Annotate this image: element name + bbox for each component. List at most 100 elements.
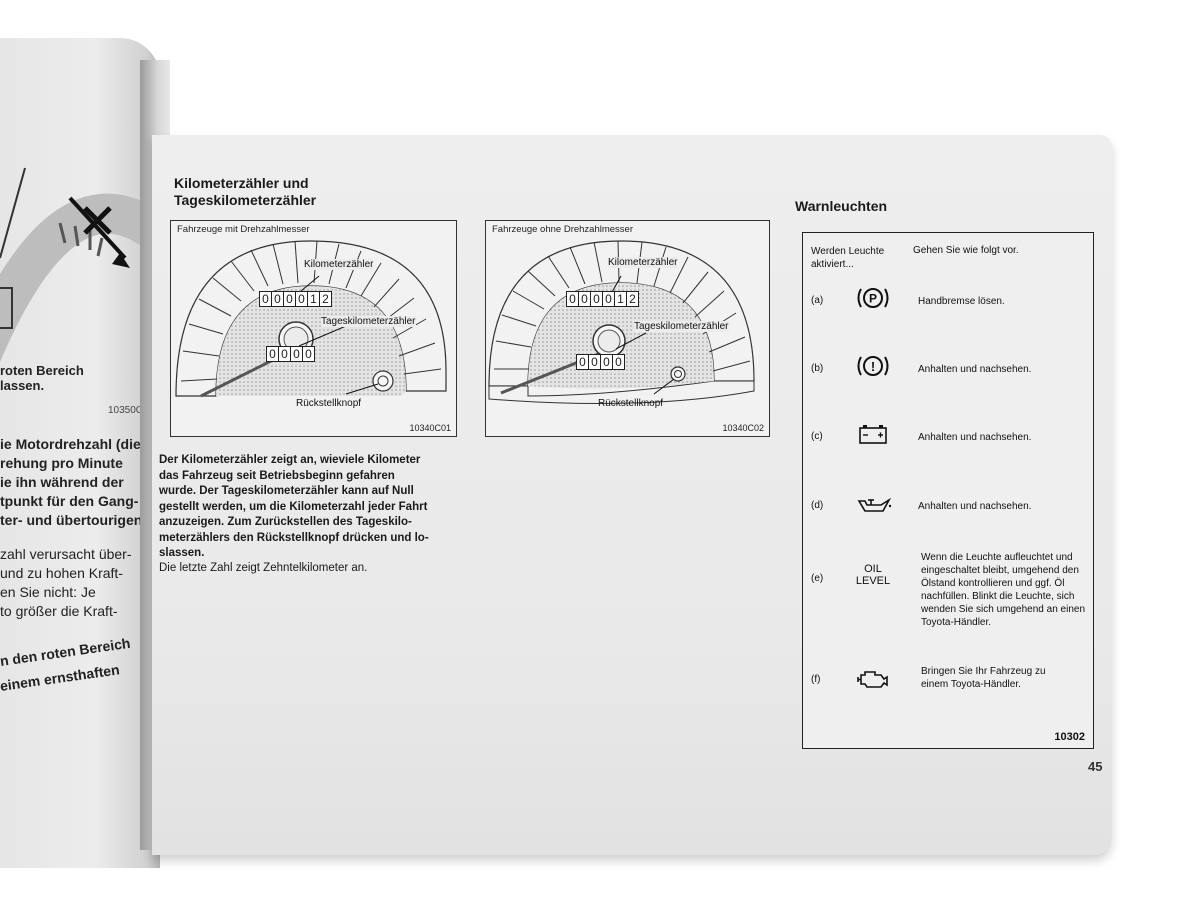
- svg-text:P: P: [869, 292, 877, 306]
- row-f-id: (f): [811, 674, 821, 685]
- figure2-label-odometer: Kilometerzähler: [608, 257, 678, 268]
- odometer-title-line2: Tageskilometerzähler: [174, 192, 317, 208]
- trip-digit: 0: [303, 346, 315, 362]
- warning-figure-code: 10302: [1054, 731, 1085, 743]
- odometer-note: Die letzte Zahl zeigt Zehntelkilometer a…: [159, 562, 368, 574]
- odo-digit: 0: [272, 291, 284, 307]
- figure1-label-knob: Rückstellknopf: [296, 398, 362, 409]
- oil-level-text-2: LEVEL: [855, 575, 891, 587]
- odo-digit: 2: [320, 291, 332, 307]
- header-col1-line1: Werden Leuchte: [811, 246, 885, 257]
- figure2-caption: Fahrzeuge ohne Drehzahlmesser: [492, 224, 633, 235]
- left-fragment-8: zahl verursacht über-: [0, 546, 132, 562]
- left-fragment-7: ter- und übertourigen: [0, 512, 143, 528]
- left-fragment-4: rehung pro Minute: [0, 455, 123, 471]
- paragraph-line: meterzählers den Rückstellknopf drücken …: [159, 531, 429, 544]
- paragraph-line: gestellt werden, um die Kilometerzahl je…: [159, 500, 428, 513]
- odo-digit: 0: [579, 291, 591, 307]
- battery-icon: [859, 425, 887, 444]
- row-e-action-line: eingeschaltet bleibt, umgehend den: [921, 565, 1079, 576]
- row-b-id: (b): [811, 363, 824, 374]
- figure2-code: 10340C02: [722, 423, 764, 433]
- odo-digit: 0: [284, 291, 296, 307]
- left-page: roten Bereich lassen. 10350C01 ie Motord…: [0, 38, 160, 868]
- row-f-action-line: Bringen Sie Ihr Fahrzeug zu: [921, 666, 1046, 677]
- figure1-trip-display: 0 0 0 0: [266, 346, 315, 362]
- figure2-label-trip: Tageskilometerzähler: [634, 321, 729, 332]
- brake-warning-icon: !: [857, 356, 889, 376]
- odo-digit: 0: [591, 291, 603, 307]
- row-a-id: (a): [811, 295, 824, 306]
- row-d-id: (d): [811, 500, 824, 511]
- warning-lights-table: Werden Leuchte aktiviert... Gehen Sie wi…: [802, 232, 1094, 749]
- left-fragment-11: to größer die Kraft-: [0, 603, 118, 619]
- row-a-action: Handbremse lösen.: [918, 296, 1005, 307]
- left-fragment-1: roten Bereich: [0, 363, 84, 378]
- paragraph-line: slassen.: [159, 547, 205, 559]
- row-e-action-line: Toyota-Händler.: [921, 617, 992, 628]
- right-page: · · · · · · · · · · · · · · · · · Kilome…: [152, 135, 1112, 855]
- row-d-action: Anhalten und nachsehen.: [918, 501, 1032, 512]
- trip-digit: 0: [576, 354, 589, 370]
- row-e-action-line: wenden Sie sich umgehend an einen: [921, 604, 1086, 615]
- row-e-action-line: nachfüllen. Blinkt die Leuchte, sich: [921, 591, 1075, 602]
- trip-digit: 0: [589, 354, 601, 370]
- tachometer-fragment-icon: [0, 167, 160, 363]
- row-f-action: Bringen Sie Ihr Fahrzeug zu einem Toyota…: [921, 665, 1096, 691]
- trip-digit: 0: [279, 346, 291, 362]
- odo-digit: 1: [615, 291, 627, 307]
- row-c-action: Anhalten und nachsehen.: [918, 432, 1032, 443]
- figure1-label-odometer: Kilometerzähler: [304, 259, 374, 270]
- odo-digit: 1: [308, 291, 320, 307]
- row-e-action: Wenn die Leuchte aufleuchtet und eingesc…: [921, 551, 1096, 629]
- left-fragment-2: lassen.: [0, 378, 45, 393]
- row-e-action-line: Wenn die Leuchte aufleuchtet und: [921, 552, 1073, 563]
- page-number: 45: [1088, 759, 1103, 774]
- parking-brake-icon: P: [857, 288, 889, 308]
- figure1-caption: Fahrzeuge mit Drehzahlmesser: [177, 224, 310, 235]
- figure1-label-trip: Tageskilometerzähler: [321, 316, 416, 327]
- trip-digit: 0: [266, 346, 279, 362]
- paragraph-line: anzuzeigen. Zum Zurückstellen des Tagesk…: [159, 516, 412, 528]
- left-fragment-5: ie ihn während der: [0, 474, 124, 490]
- odo-digit: 0: [259, 291, 272, 307]
- header-col1-line2: aktiviert...: [811, 259, 854, 270]
- figure2-odometer-display: 0 0 0 0 1 2: [566, 291, 639, 307]
- row-c-id: (c): [811, 431, 823, 442]
- left-fragment-9: und zu hohen Kraft-: [0, 565, 123, 581]
- odometer-title-line1: Kilometerzähler und: [174, 175, 309, 191]
- row-f-action-line: einem Toyota-Händler.: [921, 679, 1021, 690]
- odo-digit: 0: [296, 291, 308, 307]
- figure1-code: 10340C01: [409, 423, 451, 433]
- odo-digit: 2: [627, 291, 639, 307]
- odometer-paragraph: Der Kilometerzähler zeigt an, wieviele K…: [159, 453, 459, 562]
- figure2-label-knob: Rückstellknopf: [598, 398, 664, 409]
- row-b-action: Anhalten und nachsehen.: [918, 364, 1032, 375]
- paragraph-line: das Fahrzeug seit Betriebsbeginn gefahre…: [159, 469, 395, 482]
- left-figure-code: 10350C01: [108, 405, 155, 416]
- left-fragment-10: en Sie nicht: Je: [0, 584, 96, 600]
- row-e-id: (e): [811, 573, 824, 584]
- header-col2: Gehen Sie wie folgt vor.: [913, 245, 1019, 256]
- speedometer-dial-icon: [488, 240, 755, 404]
- figure1-odometer-display: 0 0 0 0 1 2: [259, 291, 332, 307]
- figure-without-tachometer: Fahrzeuge ohne Drehzahlmesser: [485, 220, 770, 437]
- oil-level-icon: OIL LEVEL: [853, 563, 893, 587]
- figure-with-tachometer: Fahrzeuge mit Drehzahlmesser: [170, 220, 457, 437]
- left-fragment-3: ie Motordrehzahl (die: [0, 436, 141, 452]
- trip-digit: 0: [291, 346, 303, 362]
- row-e-action-line: Ölstand kontrollieren und ggf. Öl: [921, 578, 1065, 589]
- odo-digit: 0: [566, 291, 579, 307]
- paragraph-line: wurde. Der Tageskilometerzähler kann auf…: [159, 485, 414, 497]
- section-title-odometer: Kilometerzähler und Tageskilometerzähler: [174, 175, 316, 209]
- paragraph-line: Der Kilometerzähler zeigt an, wieviele K…: [159, 454, 421, 466]
- odo-digit: 0: [603, 291, 615, 307]
- header-col1: Werden Leuchte aktiviert...: [811, 245, 884, 271]
- engine-check-icon: [857, 671, 888, 688]
- trip-digit: 0: [601, 354, 613, 370]
- section-title-warning: Warnleuchten: [795, 198, 888, 214]
- oil-can-icon: [857, 497, 892, 512]
- oil-level-text-1: OIL: [864, 563, 882, 575]
- trip-digit: 0: [613, 354, 625, 370]
- left-fragment-6: tpunkt für den Gang-: [0, 493, 139, 509]
